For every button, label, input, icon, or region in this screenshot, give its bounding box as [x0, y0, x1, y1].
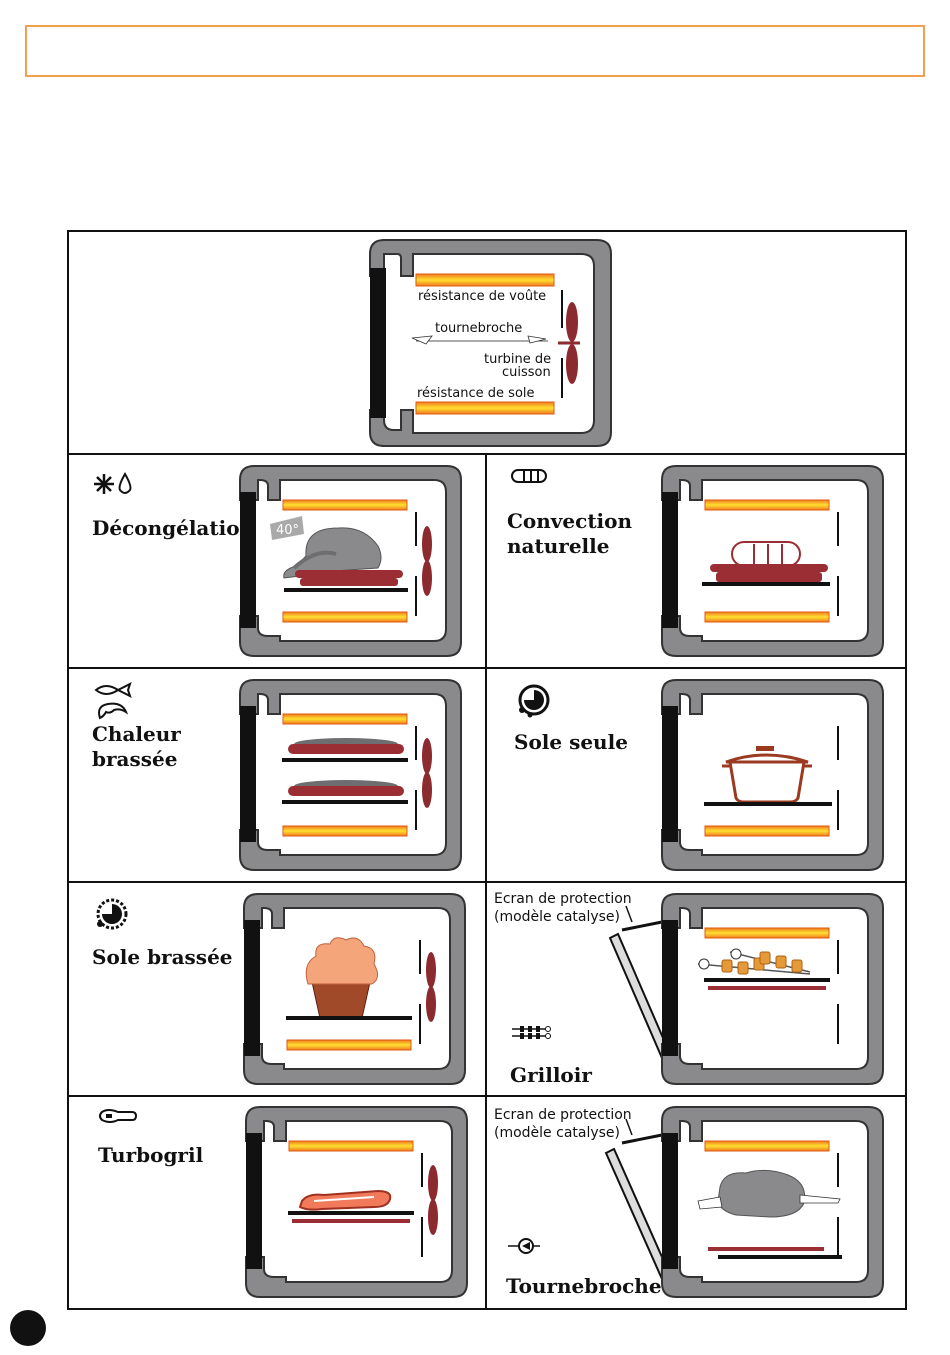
- label-voute: résistance de voûte: [418, 289, 546, 304]
- mode-title-turbogril: Turbogril: [98, 1143, 203, 1168]
- oven-sole-brassee: [242, 894, 467, 1084]
- label-sole: résistance de sole: [417, 386, 535, 401]
- row-divider: [67, 667, 907, 669]
- mode-title-sole-seule: Sole seule: [514, 730, 628, 755]
- temperature-badge: 40°: [276, 523, 299, 538]
- oven-tournebroche: [600, 1107, 885, 1297]
- label-turbine-2: cuisson: [502, 365, 551, 380]
- oven-convection: [660, 466, 885, 656]
- oven-sole-seule: [660, 680, 885, 870]
- page-number-marker: [10, 1310, 46, 1346]
- sole-fan-icon: [94, 896, 130, 932]
- mode-title-decongelation: Décongélation: [92, 516, 254, 541]
- oven-grilloir: [600, 894, 885, 1084]
- oven-turbogril: [244, 1107, 469, 1297]
- row-divider: [67, 1095, 907, 1097]
- snowflake-drop-icon: [92, 472, 134, 496]
- mode-title-grilloir: Grilloir: [510, 1063, 592, 1088]
- steak-icon: [98, 1108, 138, 1124]
- mode-title-convection: Convection naturelle: [507, 509, 632, 559]
- rotisserie-icon: [506, 1236, 542, 1256]
- column-divider: [485, 453, 487, 1310]
- oven-decongelation: 40°: [238, 466, 463, 656]
- label-tournebroche: tournebroche: [435, 321, 522, 336]
- oven-diagram: résistance de voûte tournebroche turbine…: [368, 240, 613, 446]
- convection-icon: [510, 468, 550, 484]
- mode-title-sole-brassee: Sole brassée: [92, 945, 233, 970]
- oven-chaleur-brassee: [238, 680, 463, 870]
- fish-croissant-icon: [92, 682, 136, 722]
- skewer-icon: [510, 1024, 554, 1042]
- row-divider: [67, 881, 907, 883]
- row-divider: [67, 453, 907, 455]
- mode-title-chaleur: Chaleur brassée: [92, 722, 181, 772]
- header-box: [25, 25, 925, 77]
- sole-icon: [516, 682, 552, 718]
